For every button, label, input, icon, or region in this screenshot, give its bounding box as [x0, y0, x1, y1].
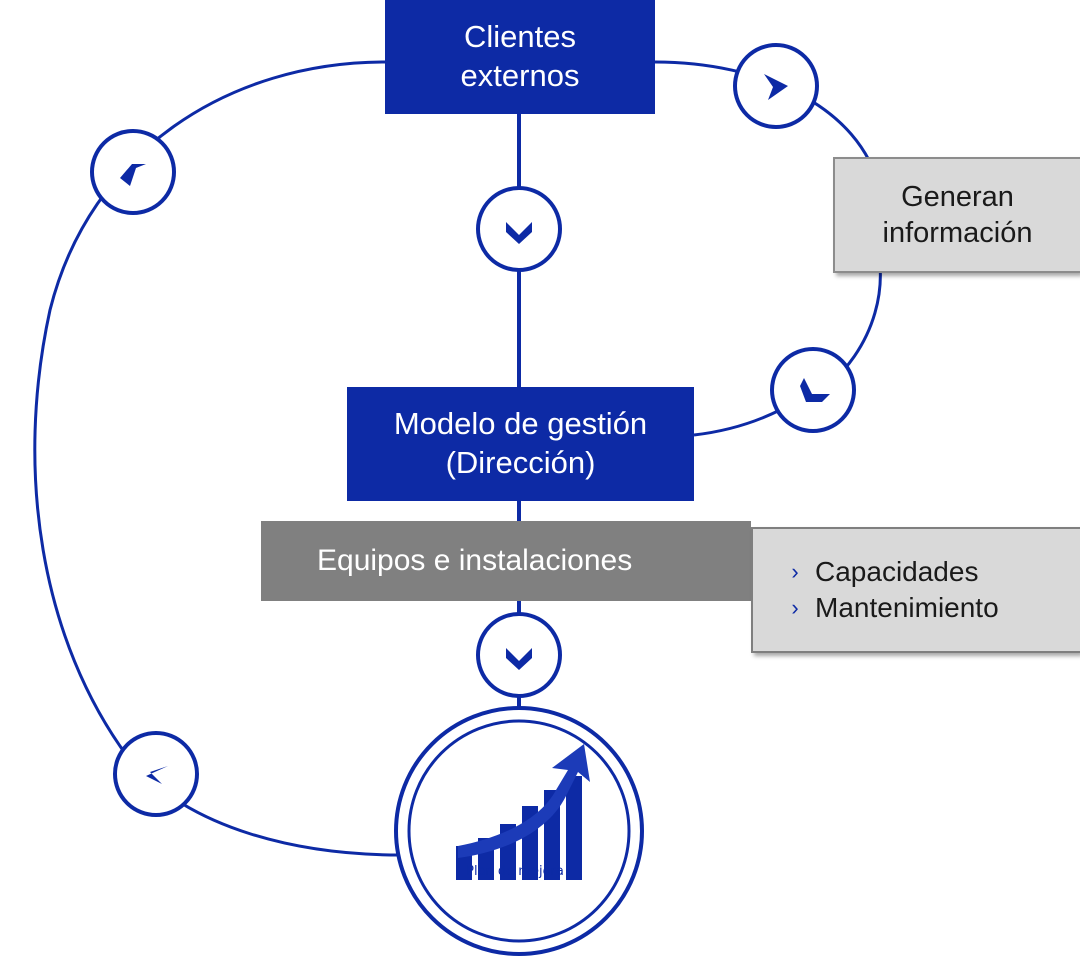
chevron-arrow-icon: [764, 74, 788, 100]
left-loop-line: [33, 60, 401, 857]
bullet-label: Mantenimiento: [815, 592, 999, 623]
arrow-circle-bottom-left: [113, 731, 199, 817]
modelo-line-2: (Dirección): [445, 445, 596, 480]
clientes-externos-box: Clientes externos: [385, 0, 655, 114]
equipos-details-box: › Capacidades › Mantenimiento: [751, 527, 1080, 653]
arrow-circle-top-right: [733, 43, 819, 129]
clientes-line-1: Clientes: [464, 19, 576, 55]
chevron-down-icon: [506, 648, 532, 670]
equipos-instalaciones-box: Equipos e instalaciones: [261, 521, 751, 601]
arrow-circle-right-lower: [770, 347, 856, 433]
arrow-circle-center-top: [476, 186, 562, 272]
modelo-line-1: Modelo de gestión: [393, 406, 648, 442]
growth-chart-arrow-icon: [456, 744, 590, 880]
chevron-down-icon: [506, 222, 532, 244]
generan-line-2: información: [882, 217, 1033, 249]
chevron-right-icon: ›: [791, 558, 799, 584]
chevron-arrow-icon: [120, 164, 146, 186]
generan-line-1: Generan: [901, 180, 1014, 213]
plan-de-mejora-badge: [394, 706, 644, 956]
modelo-de-gestion-box: Modelo de gestión (Dirección): [347, 387, 694, 501]
clientes-line-2: externos: [460, 58, 580, 93]
generan-informacion-box: Generan información: [833, 157, 1080, 273]
plan-de-mejora-label: Plan de mejora: [466, 864, 564, 879]
chevron-arrow-icon: [146, 766, 168, 784]
arrow-circle-top-left: [90, 129, 176, 215]
equipos-label: Equipos e instalaciones: [317, 544, 633, 577]
list-item: › Mantenimiento: [775, 590, 999, 626]
bullet-label: Capacidades: [815, 555, 979, 587]
chevron-right-icon: ›: [791, 594, 799, 620]
list-item: › Capacidades: [775, 554, 978, 590]
arrow-circle-center-bottom: [476, 612, 562, 698]
chevron-arrow-icon: [800, 378, 830, 402]
